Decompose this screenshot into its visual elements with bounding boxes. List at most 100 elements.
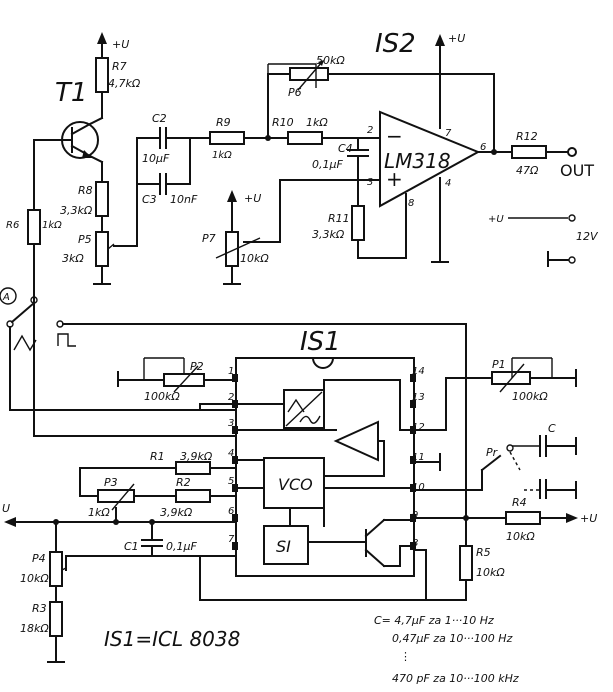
- cap-table-line-1: C= 4,7μF za 1···10 Hz: [374, 614, 494, 627]
- range-switch-pr: [480, 454, 502, 472]
- c2-value: 10μF: [142, 152, 170, 165]
- r11-value: 3,3kΩ: [312, 228, 345, 241]
- p6-name: P6: [288, 86, 302, 99]
- p1-name: P1: [492, 358, 506, 371]
- ic-pin-1: 1: [228, 366, 234, 377]
- vco-label: VCO: [278, 475, 313, 494]
- lm318-pin-4: 4: [445, 178, 451, 189]
- ic-pin-10: 10: [412, 482, 425, 493]
- cap-table-line-4: 470 pF za 10···100 kHz: [392, 672, 519, 685]
- resistor-r1: [175, 461, 211, 475]
- potentiometer-p1: [491, 371, 531, 385]
- c2-name: C2: [152, 112, 167, 125]
- resistor-r9: [209, 131, 245, 145]
- r8-value: 3,3kΩ: [60, 204, 93, 217]
- cap-table-line-2: 0,47μF za 10···100 Hz: [392, 632, 513, 645]
- r4-supply: +U: [580, 512, 597, 525]
- is1-label: IS1: [300, 327, 341, 357]
- c3-name: C3: [142, 193, 157, 206]
- si-block: [263, 525, 309, 565]
- potentiometer-p4: [49, 551, 63, 587]
- resistor-r6: [27, 209, 41, 245]
- r9-value: 1kΩ: [212, 150, 232, 161]
- ic-pin-8: 8: [412, 538, 418, 549]
- ic-type-label: IS1=ICL 8038: [104, 627, 240, 651]
- ic-pin-7: 7: [228, 534, 235, 545]
- ic-pin-12: 12: [412, 422, 425, 433]
- node-a-circle: [0, 287, 17, 305]
- resistor-r3: [49, 601, 63, 637]
- triangle-wave-icon: [13, 334, 37, 352]
- p3-name: P3: [104, 476, 118, 489]
- c-label: C: [548, 422, 556, 435]
- is2-label: IS2: [375, 29, 416, 59]
- r5-name: R5: [476, 546, 491, 559]
- lm318-pin-8: 8: [408, 198, 414, 209]
- r1-value: 3,9kΩ: [180, 450, 213, 463]
- resistor-r4: [505, 511, 541, 525]
- p1-value: 100kΩ: [512, 390, 548, 403]
- opamp-lm318: [379, 110, 481, 208]
- vco-block: [263, 457, 325, 509]
- ic-pin-13: 13: [412, 392, 425, 403]
- p7-name: P7: [202, 232, 216, 245]
- p3-value: 1kΩ: [88, 506, 110, 519]
- opamp-minus: −: [386, 124, 403, 148]
- resistor-r10: [287, 131, 323, 145]
- p7-value: 10kΩ: [240, 252, 269, 265]
- c1-name: C1: [124, 540, 139, 553]
- r12-value: 47Ω: [516, 164, 539, 177]
- lm318-pin-2: 2: [367, 125, 373, 136]
- ic-pin-2: 2: [228, 392, 234, 403]
- resistor-r11: [351, 205, 365, 241]
- r7-value: 4,7kΩ: [108, 77, 141, 90]
- r11-name: R11: [328, 212, 350, 225]
- ic-pin-4: 4: [228, 448, 234, 459]
- r6-value: 1kΩ: [42, 220, 62, 231]
- ic-pin-11: 11: [412, 452, 425, 463]
- p5-value: 3kΩ: [62, 252, 84, 265]
- resistor-r12: [511, 145, 547, 159]
- supply-voltage: 12V: [576, 230, 599, 243]
- ic-pin-6: 6: [228, 506, 234, 517]
- r3-value: 18kΩ: [20, 622, 49, 635]
- r6-label: R6: [6, 220, 19, 231]
- potentiometer-p2: [163, 373, 205, 387]
- node-a-label: A: [2, 292, 10, 303]
- pr-label: Pr: [486, 446, 499, 459]
- r9-name: R9: [216, 116, 231, 129]
- lm318-pin-3: 3: [367, 177, 373, 188]
- supply-label: +U: [112, 38, 129, 51]
- p6-value: 50kΩ: [316, 54, 345, 67]
- ic-pin-5: 5: [228, 476, 234, 487]
- r5-value: 10kΩ: [476, 566, 505, 579]
- r4-name: R4: [512, 496, 527, 509]
- p2-name: P2: [190, 360, 204, 373]
- c4-name: C4: [338, 142, 353, 155]
- r10-name: R10: [272, 116, 294, 129]
- ic-pin-3: 3: [228, 418, 234, 429]
- square-wave-icon: [57, 333, 76, 347]
- p2-value: 100kΩ: [144, 390, 180, 403]
- ic-pin-14: 14: [412, 366, 425, 377]
- r4-value: 10kΩ: [506, 530, 535, 543]
- supply-legend-up: +U: [488, 214, 504, 225]
- si-label: SI: [276, 537, 291, 556]
- t1-label: T1: [55, 78, 87, 108]
- p5-name: P5: [78, 233, 92, 246]
- c3-value: 10nF: [170, 193, 198, 206]
- r7-name: R7: [112, 60, 127, 73]
- r10-value: 1kΩ: [306, 116, 328, 129]
- c4-value: 0,1μF: [312, 158, 343, 171]
- p7-supply: +U: [244, 192, 261, 205]
- out-label: OUT: [560, 161, 594, 180]
- r3-name: R3: [32, 602, 47, 615]
- p4-value: 10kΩ: [20, 572, 49, 585]
- potentiometer-p3: [97, 489, 135, 503]
- r2-value: 3,9kΩ: [160, 506, 193, 519]
- resistor-r8: [95, 181, 109, 217]
- lm318-pin-7: 7: [445, 128, 452, 139]
- c1-value: 0,1μF: [166, 540, 197, 553]
- lm318-pin-6: 6: [480, 142, 486, 153]
